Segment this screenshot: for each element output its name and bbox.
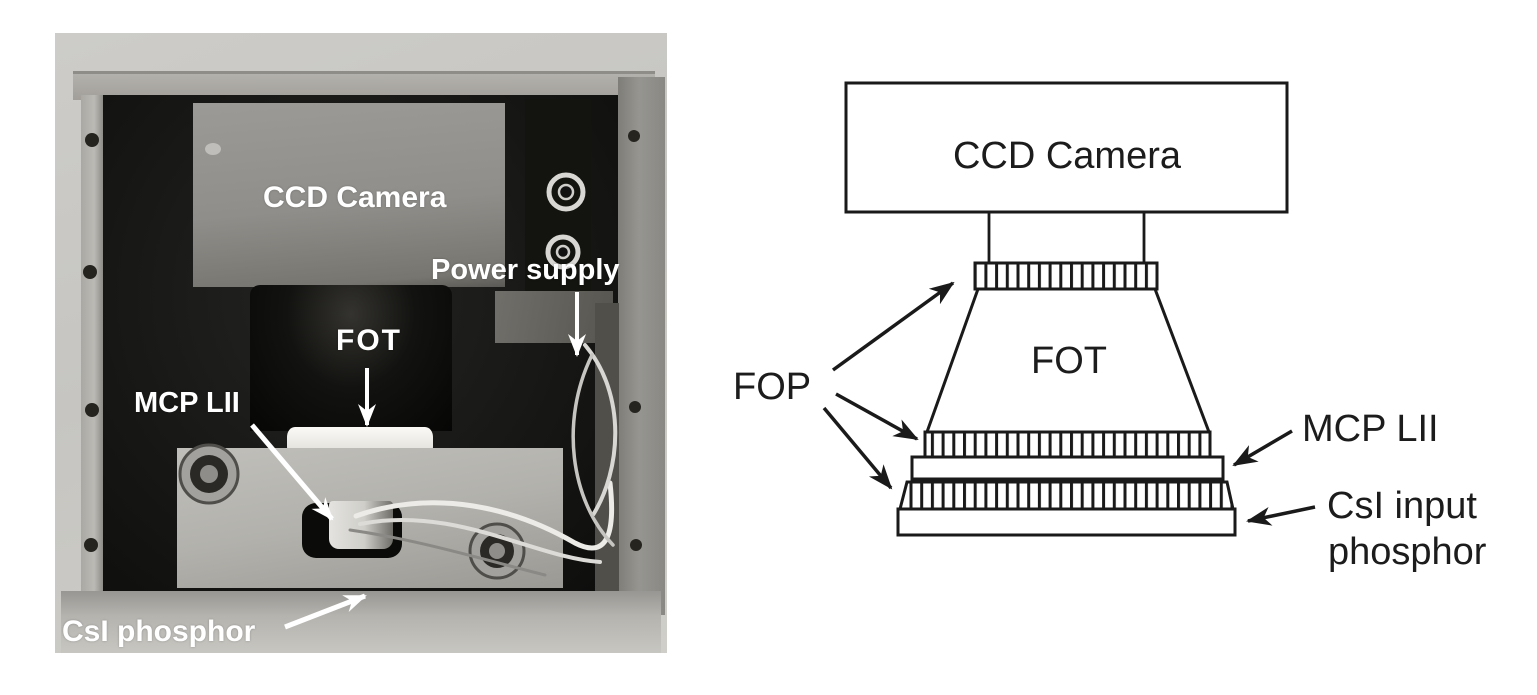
power-supply-wires xyxy=(348,343,618,577)
power-supply-photo-label: Power supply xyxy=(431,254,620,286)
csi-diagram-label-line2: phosphor xyxy=(1328,531,1487,573)
ccd-camera-diagram-label: CCD Camera xyxy=(953,135,1182,177)
mcp-diagram-label: MCP LII xyxy=(1302,408,1439,450)
mcp-arrow-diagram xyxy=(1232,429,1293,467)
fot-cylinder xyxy=(250,285,452,431)
schematic-diagram: CCD Camera FOT FOP MCP LII CsI input pho… xyxy=(733,81,1487,573)
csi-arrow xyxy=(284,593,367,630)
csi-photo-label: CsI phosphor xyxy=(62,615,256,648)
fop-arrows xyxy=(822,281,955,490)
fot-diagram-label: FOT xyxy=(1031,340,1107,382)
fop-arrow-bottom xyxy=(822,406,893,490)
holder-screw-right xyxy=(468,522,526,580)
ccd-camera-photo-label: CCD Camera xyxy=(263,181,447,214)
fop-plate-top xyxy=(973,261,1159,291)
fop-plate-bottom xyxy=(898,480,1235,511)
box-left-column xyxy=(81,95,103,627)
fop-plate-middle xyxy=(923,430,1212,459)
bnc-connector-bottom xyxy=(545,234,581,270)
bnc-connector-top xyxy=(546,172,586,212)
fot-photo-label: FOT xyxy=(336,324,402,357)
scuff-mark xyxy=(205,143,221,155)
fop-arrow-top xyxy=(831,281,955,372)
ccd-camera-box xyxy=(844,81,1289,214)
photo-arrows xyxy=(250,292,586,630)
photo-panel: CCD Camera Power supply FOT MCP LII CsI … xyxy=(55,33,667,653)
csi-arrow-diagram xyxy=(1246,505,1316,526)
frame-screw-holes xyxy=(83,130,642,552)
photo-overlay xyxy=(83,130,642,630)
mcp-photo-label: MCP LII xyxy=(134,387,240,419)
csi-diagram-label-line1: CsI input xyxy=(1327,485,1477,527)
ccd-camera-block xyxy=(193,103,505,287)
mcp-lii-plate xyxy=(910,455,1225,481)
fop-diagram-label: FOP xyxy=(733,366,811,408)
csi-phosphor-plate xyxy=(896,507,1237,537)
camera-neck xyxy=(987,212,1146,263)
fop-arrow-middle xyxy=(835,392,919,441)
box-right-column xyxy=(618,77,665,615)
holder-screw-left xyxy=(178,443,240,505)
power-supply-bracket xyxy=(495,291,613,343)
mcp-arrow xyxy=(250,423,334,521)
